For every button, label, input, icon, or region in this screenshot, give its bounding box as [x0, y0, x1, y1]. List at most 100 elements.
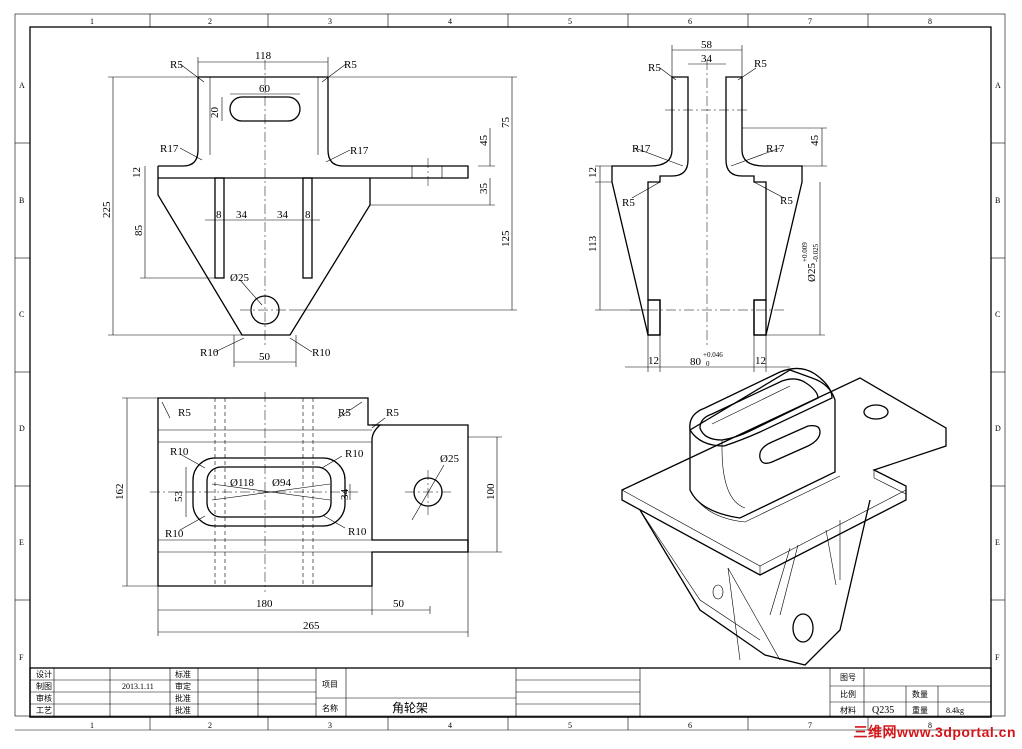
- dim-162: 162: [114, 484, 126, 501]
- grid-row-f-right: F: [995, 653, 1000, 662]
- grid-col-5: 5: [568, 17, 572, 26]
- grid-col-8: 8: [928, 17, 932, 26]
- tb-checker-label: 审核: [36, 693, 52, 703]
- grid-row-a-right: A: [995, 81, 1001, 90]
- dim-75: 75: [500, 117, 512, 129]
- grid-col-3: 3: [328, 17, 332, 26]
- dim-wall-right: 12: [755, 355, 766, 367]
- dim-wall-left: 12: [648, 355, 659, 367]
- tb-project-label: 项目: [322, 680, 338, 689]
- dim-hole-25: Ø25: [230, 272, 249, 284]
- dim-bore-tol-up: +0.009: [801, 242, 809, 262]
- tb-drawing-no-label: 图号: [840, 673, 856, 682]
- title-block: 设计 制图 审核 工艺 2013.1.11 标准 审定 批准 批准 项目 名称 …: [29, 667, 992, 718]
- dim-hole-25: Ø25: [440, 453, 459, 465]
- dim-8-left: 8: [216, 209, 222, 221]
- outer-border: [14, 13, 1006, 717]
- dim-r17-right: R17: [766, 143, 785, 155]
- iso-plate-hole: [863, 404, 889, 420]
- grid-col-7-bottom: 7: [808, 721, 812, 730]
- rib-right: [302, 177, 313, 279]
- dim-bore-25: Ø25: [806, 263, 818, 282]
- dim-225: 225: [101, 201, 113, 218]
- dim-100: 100: [485, 483, 497, 500]
- grid-row-e: E: [19, 538, 24, 547]
- grid-col-5-bottom: 5: [568, 721, 572, 730]
- grid-col-3-bottom: 3: [328, 721, 332, 730]
- dim-20: 20: [209, 107, 221, 119]
- dim-r17-left: R17: [160, 143, 179, 155]
- dim-12: 12: [587, 167, 599, 178]
- tb-quantity-label: 数量: [912, 689, 928, 699]
- dim-265: 265: [303, 620, 320, 632]
- dim-r5-a: R5: [178, 407, 191, 419]
- dim-r5-right: R5: [344, 59, 357, 71]
- tb-scale-label: 比例: [840, 689, 856, 699]
- grid-row-c-right: C: [995, 310, 1000, 319]
- grid-row-e-right: E: [995, 538, 1000, 547]
- tb-col-label-1: 标准: [175, 669, 191, 679]
- inner-border: [29, 26, 992, 718]
- dim-125: 125: [500, 230, 512, 247]
- dim-r10-br: R10: [348, 526, 367, 538]
- dim-53: 53: [173, 491, 185, 503]
- dim-85: 85: [133, 225, 145, 237]
- grid-row-d-right: D: [995, 424, 1001, 433]
- dim-bore-tol-low: -0.025: [812, 243, 820, 262]
- dim-r17-left: R17: [632, 143, 651, 155]
- dim-35: 35: [478, 183, 490, 195]
- dim-r5-left: R5: [170, 59, 183, 71]
- isometric-view: [621, 367, 947, 666]
- dim-d94: Ø94: [272, 477, 291, 489]
- grid-row-a: A: [19, 81, 25, 90]
- dim-r5-right: R5: [754, 58, 767, 70]
- iso-plate: [621, 377, 947, 576]
- grid-row-f: F: [19, 653, 24, 662]
- grid-col-1: 1: [90, 17, 94, 26]
- grid-col-2-bottom: 2: [208, 721, 212, 730]
- dim-r5-lower-left: R5: [622, 197, 635, 209]
- dim-45: 45: [478, 135, 490, 147]
- rib-left: [214, 177, 225, 279]
- iso-bracket-hole: [792, 613, 814, 643]
- dim-34: 34: [701, 53, 713, 65]
- dim-r5-c: R5: [386, 407, 399, 419]
- front-view: 118 60 20 R5 R5 R17 R17 12 225 85 8 34 3…: [101, 50, 517, 367]
- dim-12: 12: [131, 167, 143, 178]
- dim-50: 50: [259, 351, 271, 363]
- tb-col-label-2: 审定: [175, 681, 191, 691]
- grid-ticks: [15, 14, 1005, 731]
- tb-material-label: 材料: [840, 705, 856, 715]
- dim-r10-left: R10: [200, 347, 219, 359]
- tb-col-label-3: 批准: [175, 693, 191, 703]
- dim-34-left: 34: [236, 209, 248, 221]
- dim-8-right: 8: [305, 209, 311, 221]
- iso-tube: [689, 369, 836, 519]
- tb-name-label: 名称: [322, 703, 338, 713]
- dim-bore80-tol-up: +0.046: [703, 351, 723, 359]
- grid-col-1-bottom: 1: [90, 721, 94, 730]
- tb-col-label-4: 批准: [175, 705, 191, 715]
- dim-r10-bl: R10: [165, 528, 184, 540]
- iso-bracket: [639, 499, 871, 666]
- dim-bore-80: 80: [690, 356, 702, 368]
- dim-45: 45: [809, 135, 821, 147]
- dim-113: 113: [587, 235, 599, 252]
- grid-col-4: 4: [448, 17, 452, 26]
- dim-118: 118: [255, 50, 272, 62]
- tb-part-name: 角轮架: [392, 701, 428, 715]
- iso-tube-slot: [759, 424, 821, 464]
- dim-180: 180: [256, 598, 273, 610]
- dim-r10-right: R10: [312, 347, 331, 359]
- tb-material: Q235: [872, 705, 894, 716]
- grid-col-6-bottom: 6: [688, 721, 692, 730]
- tb-drafter-label: 制图: [36, 681, 52, 691]
- watermark-logo: 三维网www.3dportal.cn: [853, 724, 1016, 740]
- front-outline: [157, 77, 469, 336]
- tb-weight-label: 重量: [912, 705, 928, 715]
- dim-d118: Ø118: [230, 477, 255, 489]
- grid-col-6: 6: [688, 17, 692, 26]
- grid-col-2: 2: [208, 17, 212, 26]
